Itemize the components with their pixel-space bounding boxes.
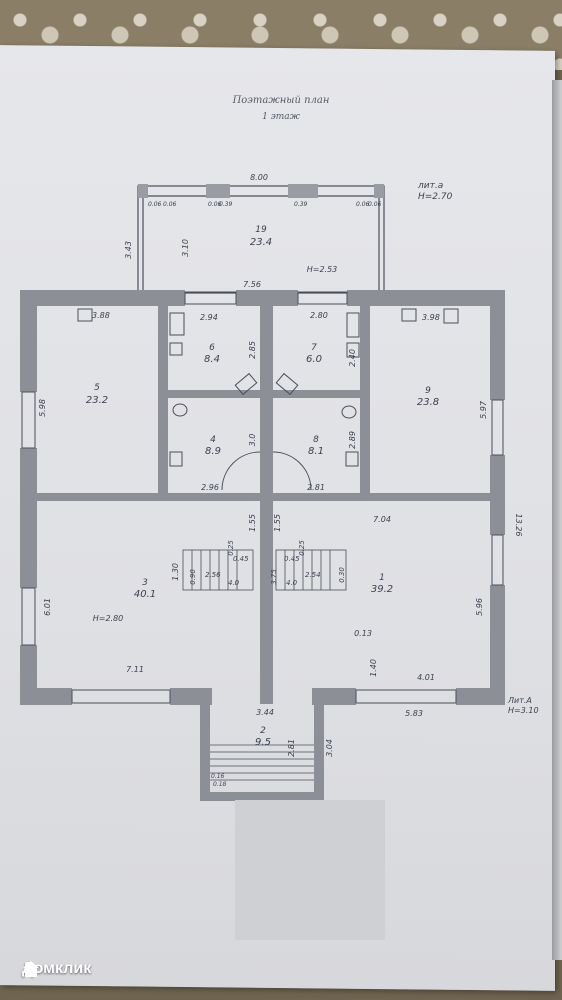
dim-stair-256: 2.56 [205, 571, 221, 579]
dim-stair-090: 0.90 [189, 569, 197, 585]
room-7-area: 6.0 [306, 354, 322, 365]
dim-bottom-583: 5.83 [405, 709, 423, 718]
dim-corr-left: 1.55 [248, 514, 257, 532]
dim-r4-h: 3.0 [248, 434, 257, 447]
dim-r8-h: 2.89 [348, 431, 357, 449]
dim-v-006-a: 0.06 [148, 201, 162, 208]
staircases [182, 549, 347, 591]
dim-r6-top: 2.94 [200, 313, 218, 322]
dim-r3-height: H=2.80 [93, 614, 124, 623]
room-4-area: 8.9 [205, 446, 221, 457]
dim-stair-025b: 0.25 [298, 540, 306, 556]
room-5-area: 23.2 [86, 395, 108, 406]
lit-A-label: Лит.А [507, 696, 532, 705]
room-3-area: 40.1 [134, 589, 156, 600]
dim-r6-h: 2.85 [248, 341, 257, 359]
room-8-number: 8 [313, 435, 319, 445]
interior-walls [37, 306, 490, 704]
room-19-area: 23.4 [250, 237, 272, 248]
dim-r3-w: 7.11 [126, 665, 144, 674]
lit-a-label: лит.а [417, 181, 443, 191]
dim-porch-016: 0.16 [211, 773, 225, 780]
dim-r4-w: 2.96 [201, 483, 219, 492]
dim-stair-025a: 0.25 [227, 540, 235, 556]
document-title: Поэтажный план [232, 95, 330, 106]
lit-a-height: H=2.70 [418, 192, 453, 202]
house-logo-icon [23, 961, 39, 977]
fixtures [77, 308, 459, 467]
dimension-labels: 8.00 3.43 3.10 H=2.53 0.06 0.06 0.06 0.3… [38, 173, 523, 788]
room-19-number: 19 [255, 225, 267, 235]
room-4-number: 4 [210, 435, 216, 445]
room-9-number: 9 [425, 386, 431, 396]
dim-veranda-inner: 3.10 [181, 239, 190, 257]
dim-r1-top: 7.04 [373, 515, 391, 524]
lit-A-height: H=3.10 [508, 706, 539, 715]
dim-porch-018: 0.18 [213, 781, 227, 788]
dim-r1-140: 1.40 [369, 659, 378, 677]
dim-stair-40a: 4.0 [228, 579, 240, 587]
room-3-number: 3 [142, 578, 148, 588]
dim-stair-030: 0.30 [338, 567, 346, 583]
dim-right-total: 13.26 [514, 514, 523, 537]
watermark-brand: Домклик [22, 960, 92, 977]
room-1-number: 1 [379, 573, 385, 583]
door-arcs [221, 451, 312, 491]
room-1-area: 39.2 [371, 584, 393, 595]
dim-porch-281: 2.81 [287, 739, 296, 757]
dim-r8-w: 2.81 [307, 483, 325, 492]
room-8-area: 8.1 [308, 446, 324, 457]
dim-veranda-height: H=2.53 [307, 265, 338, 274]
dim-r5-top: 3.88 [92, 311, 110, 320]
dim-v-039-b: 0.39 [294, 201, 308, 208]
dim-porch-w: 3.44 [256, 708, 274, 717]
dim-r1-h: 5.96 [475, 598, 484, 616]
dim-stair-130: 1.30 [171, 563, 180, 581]
dim-v-039-a: 0.39 [219, 201, 233, 208]
dim-r1-013: 0.13 [354, 629, 372, 638]
dim-top-756: 7.56 [243, 280, 261, 289]
dim-v-006-d: 0.06 [356, 201, 370, 208]
dim-stair-045b: 0.45 [284, 555, 300, 563]
room-6-number: 6 [209, 343, 215, 353]
document-subtitle: 1 этаж [262, 112, 300, 122]
dim-porch-h: 3.04 [325, 739, 334, 757]
dim-r9-top: 3.98 [422, 313, 440, 322]
dim-stair-40b: 4.0 [286, 579, 298, 587]
dim-r9-h: 5.97 [479, 400, 488, 419]
dim-stair-375: 3.75 [270, 569, 278, 585]
porch [200, 704, 324, 801]
dim-stair-254: 2.54 [305, 571, 321, 579]
dim-r7-top: 2.80 [310, 311, 328, 320]
watermark: Домклик [22, 960, 91, 978]
dim-r5-h: 5.98 [38, 399, 47, 417]
exterior-walls [20, 290, 505, 705]
dim-veranda-width: 8.00 [250, 173, 268, 182]
binder-edge [552, 80, 562, 960]
windows [21, 291, 504, 704]
redacted-area [235, 800, 385, 940]
dim-corr-right: 1.55 [273, 514, 282, 532]
dim-r1-401: 4.01 [417, 673, 435, 682]
room-7-number: 7 [311, 343, 317, 353]
room-5-number: 5 [94, 383, 100, 393]
room-2-number: 2 [260, 726, 266, 736]
dim-v-006-c: 0.06 [208, 201, 222, 208]
veranda-posts [138, 184, 384, 198]
room-6-area: 8.4 [204, 354, 220, 365]
room-2-area: 9.5 [255, 737, 271, 748]
dim-v-006-e: 0.06 [368, 201, 382, 208]
dim-veranda-depth: 3.43 [124, 241, 133, 259]
dim-v-006-b: 0.06 [163, 201, 177, 208]
dim-r3-h: 6.01 [43, 598, 52, 616]
room-9-area: 23.8 [417, 397, 439, 408]
dim-stair-045a: 0.45 [233, 555, 249, 563]
dim-r7-h: 2.40 [348, 349, 357, 367]
